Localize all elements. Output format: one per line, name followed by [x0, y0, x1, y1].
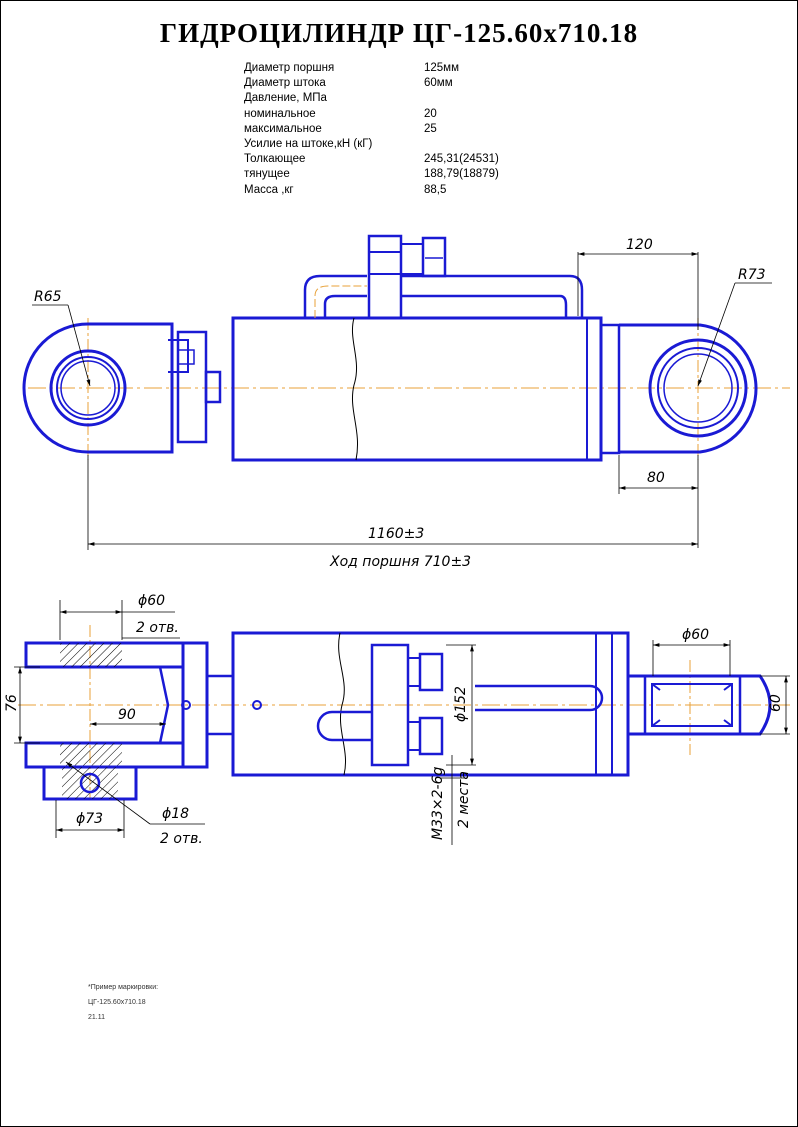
dimension-label: Ход поршня 710±3 [329, 554, 471, 570]
dimension-lines [14, 600, 790, 845]
spec-value: 88,5 [424, 183, 447, 196]
dimension-label: 120 [626, 237, 653, 253]
spec-value: 245,31(24531) [424, 153, 499, 166]
dimension-label: 2 отв. [160, 831, 203, 847]
spec-label: Диаметр штока [244, 77, 326, 90]
dimension-label: ϕ60 [138, 593, 165, 609]
dimension-lines [32, 252, 772, 550]
radius-label: R73 [738, 267, 766, 283]
note-line: ЦГ-125.60х710.18 [88, 999, 146, 1006]
marking-notes: *Пример маркировки: ЦГ-125.60х710.18 21.… [88, 980, 158, 1025]
spec-value: 20 [424, 107, 437, 120]
dimension-label: 76 [4, 694, 20, 712]
dimension-label: М33×2-6g [430, 767, 446, 840]
spec-label: Толкающее [244, 153, 306, 166]
dimension-label: 60 [768, 694, 784, 712]
side-view: R65 R73 120 80 1160±3 Ход поршня 710±3 [22, 234, 790, 570]
spec-label: тянущее [244, 168, 290, 181]
dimension-label: ϕ152 [453, 686, 469, 722]
cylinder-body-top [231, 631, 772, 777]
spec-value: 25 [424, 122, 437, 135]
cylinder-body [231, 234, 758, 462]
radius-label: R65 [34, 289, 62, 305]
clevis-left [24, 641, 235, 801]
dimension-label: ϕ73 [76, 811, 103, 827]
dimension-label: 1160±3 [368, 526, 424, 542]
drawing-title: ГИДРОЦИЛИНДР ЦГ-125.60х710.18 [159, 18, 639, 48]
dimension-label: 2 места [456, 771, 472, 828]
dimension-label: 2 отв. [136, 620, 179, 636]
note-line: 21.11 [88, 1014, 105, 1021]
rod-eye-left [22, 322, 222, 454]
spec-label: Масса ,кг [244, 183, 294, 196]
spec-value: 60мм [424, 77, 453, 90]
note-line: *Пример маркировки: [88, 984, 159, 991]
spec-label: Усилие на штоке,кН (кГ) [244, 137, 373, 150]
dimension-label: 80 [647, 470, 665, 486]
spec-label: максимальное [244, 122, 322, 135]
spec-label: Диаметр поршня [244, 62, 335, 74]
dimension-label: 90 [118, 707, 136, 723]
top-view: ϕ60 2 отв. 76 90 ϕ18 ϕ73 2 отв. ϕ152 М33… [4, 593, 790, 847]
dimension-label: ϕ60 [682, 627, 709, 643]
spec-label: номинальное [244, 107, 316, 120]
spec-value: 125мм [424, 62, 459, 74]
dimension-label: ϕ18 [162, 806, 189, 822]
spec-value: 188,79(18879) [424, 168, 499, 181]
spec-label: Давление, МПа [244, 92, 327, 105]
